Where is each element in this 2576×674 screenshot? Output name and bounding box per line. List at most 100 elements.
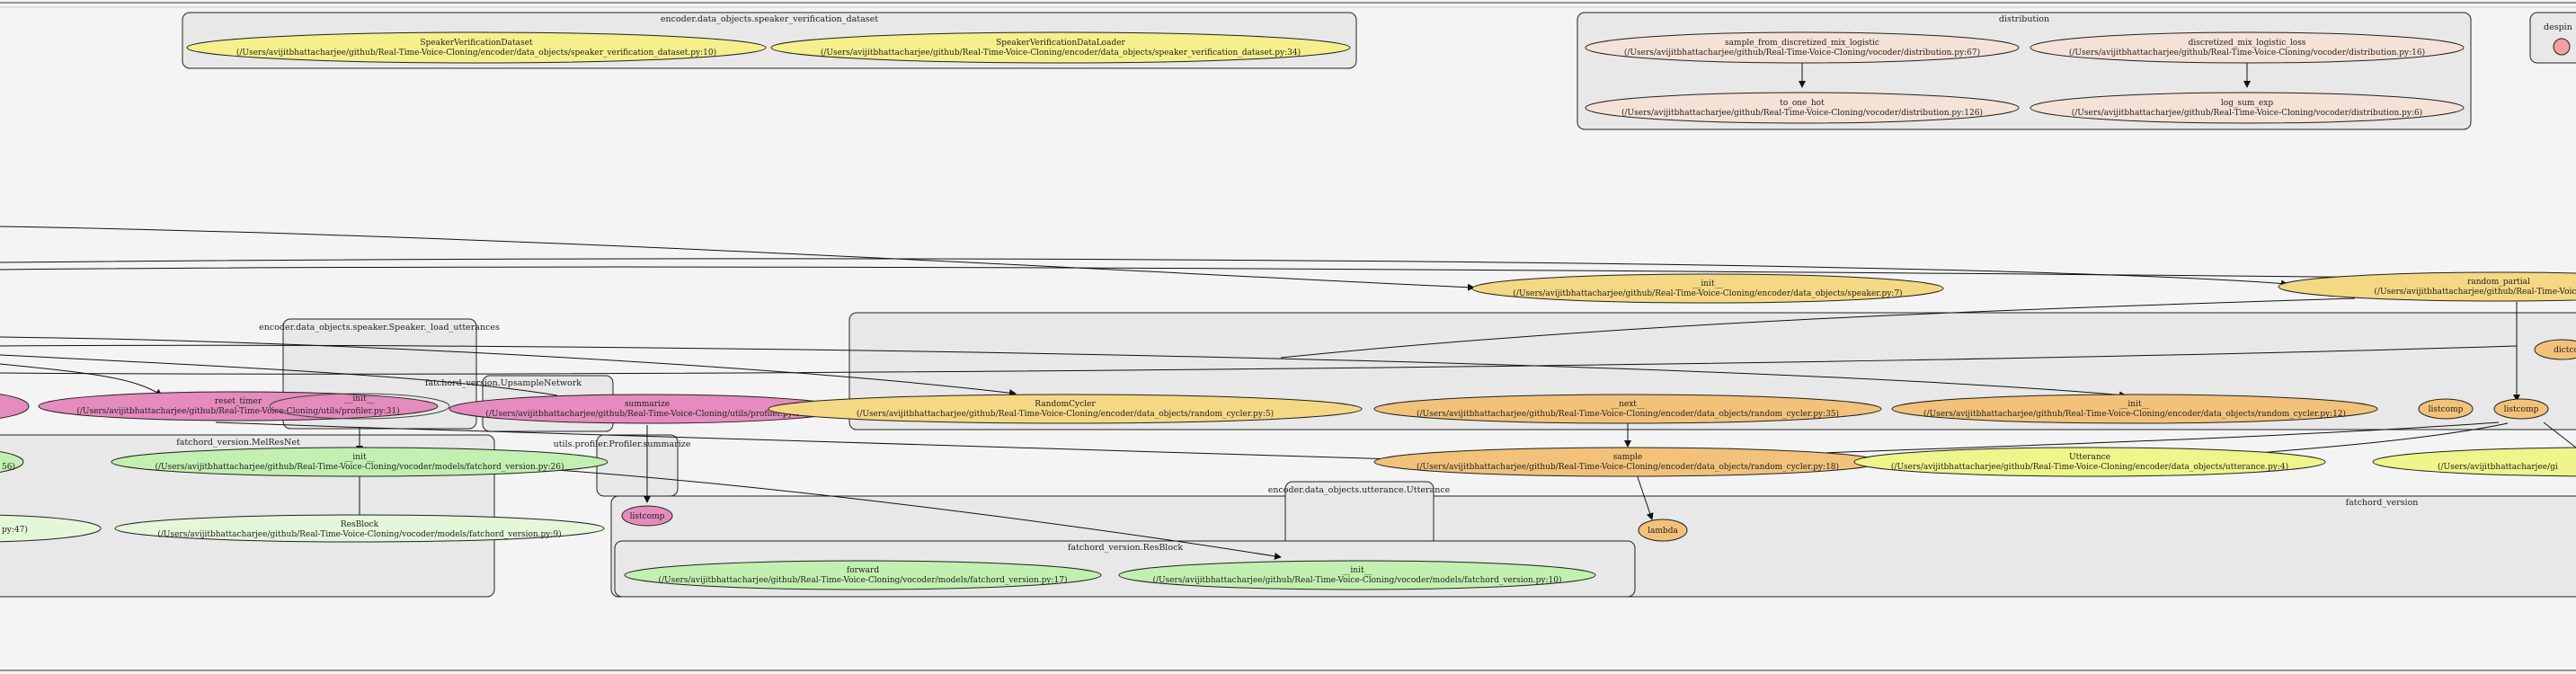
- node-path: (/Users/avijitbhattacharjee/github/Real-…: [2069, 48, 2425, 58]
- node-path: (/Users/avijitbhattacharjee/github/Real-…: [658, 575, 1067, 585]
- node-label: __init__: [344, 395, 375, 404]
- node-path: (/Users/avijitbhattacharjee/gi: [2438, 462, 2558, 472]
- node-random-cycler[interactable]: RandomCycler (/Users/avijitbhattacharjee…: [768, 394, 1363, 424]
- edge-load-4: [0, 363, 163, 396]
- node-label: Utterance: [2069, 453, 2110, 462]
- cluster-distribution-label: distribution: [1999, 14, 2049, 24]
- node-path: (/Users/avijitbhattacharjee/github/Real-…: [2072, 108, 2423, 118]
- edge-long-1: [0, 226, 1475, 291]
- node-path: (/Users/avijitbhattacharjee/github/Real-…: [157, 529, 561, 539]
- node-label: SpeakerVerificationDataset: [420, 39, 533, 48]
- node-lambda[interactable]: lambda: [1638, 519, 1688, 542]
- node-label: discretized_mix_logistic_loss: [2189, 39, 2306, 48]
- node-despine-stub[interactable]: [2553, 38, 2571, 56]
- node-melresnet-init[interactable]: __init__ (/Users/avijitbhattacharjee/git…: [111, 447, 608, 477]
- node-label: dictco: [2554, 346, 2576, 355]
- node-path: (/Users/avijitbhattacharjee/github/Real-…: [1152, 575, 1561, 585]
- node-path: (/Users/avijitbhattacharjee/github/Real-…: [485, 409, 808, 419]
- node-summarize[interactable]: summarize (/Users/avijitbhattacharjee/gi…: [449, 394, 846, 424]
- cluster-speaker-verification-dataset-label: encoder.data_objects.speaker_verificatio…: [661, 14, 878, 24]
- node-label: listcomp: [2429, 405, 2464, 414]
- node-label: __init__: [1692, 279, 1723, 288]
- node-label: listcomp: [2504, 405, 2539, 414]
- edge-load-3: [0, 354, 558, 396]
- node-resblock[interactable]: ResBlock (/Users/avijitbhattacharjee/git…: [114, 514, 605, 543]
- node-label: to_one_hot: [1780, 99, 1825, 108]
- node-resblock-init[interactable]: __init__ (/Users/avijitbhattacharjee/git…: [1118, 560, 1596, 590]
- node-label: __init__: [2119, 400, 2150, 409]
- node-path: py:47): [2, 525, 28, 535]
- node-path: (/Users/avijitbhattacharjee/github/Real-…: [1513, 288, 1902, 298]
- node-reset-timer[interactable]: reset_timer (/Users/avijitbhattacharjee/…: [38, 391, 439, 421]
- node-speaker-verification-dataloader[interactable]: SpeakerVerificationDataLoader (/Users/av…: [770, 31, 1351, 64]
- cluster-profiler-summarize-label: utils.profiler.Profiler.summarize: [554, 439, 691, 449]
- cluster-melresnet-label: fatchord_version.MelResNet: [176, 438, 300, 448]
- node-path: (/Users/avijitbhattacharjee/github/Real-…: [155, 462, 564, 472]
- node-path: (/Users/avijitbhattacharjee/github/Real-…: [1891, 462, 2288, 472]
- edge-melinit-resinit: [502, 466, 1282, 560]
- edge-load-2: [0, 344, 2127, 399]
- node-utterance[interactable]: Utterance (/Users/avijitbhattacharjee/gi…: [1853, 447, 2326, 477]
- cluster-despine-label: despin: [2544, 22, 2572, 32]
- node-right-lime[interactable]: (/Users/avijitbhattacharjee/gi: [2372, 447, 2576, 477]
- edge-random-partial-left: [1280, 297, 2356, 359]
- node-label: summarize: [625, 400, 670, 409]
- node-forward[interactable]: forward (/Users/avijitbhattacharjee/gith…: [624, 560, 1102, 590]
- node-cycler-next[interactable]: __next__ (/Users/avijitbhattacharjee/git…: [1373, 394, 1882, 424]
- node-sample[interactable]: sample (/Users/avijitbhattacharjee/githu…: [1373, 447, 1882, 477]
- node-label: forward: [847, 566, 879, 575]
- node-path: (/Users/avijitbhattacharjee/github/Real-…: [1417, 409, 1839, 419]
- node-path: 56): [2, 462, 15, 472]
- node-discretized-loss[interactable]: discretized_mix_logistic_loss (/Users/av…: [2030, 31, 2465, 64]
- node-label: sample_from_discretized_mix_logistic: [1725, 39, 1879, 48]
- node-label: SpeakerVerificationDataLoader: [996, 39, 1125, 48]
- node-label: __next__: [1611, 400, 1645, 409]
- node-path: (/Users/avijitbhattacharjee/github/Real-…: [1621, 108, 1983, 118]
- cluster-fatchord-version-label: fatchord_version: [2346, 498, 2419, 508]
- node-label: __init__: [1342, 566, 1372, 575]
- node-label: __init__: [344, 453, 375, 462]
- node-path: (/Users/avijitbhattacharjee/github/Real-…: [1624, 48, 1980, 58]
- node-sample-from-discretized[interactable]: sample_from_discretized_mix_logistic (/U…: [1585, 31, 2020, 64]
- cluster-upsample-network-label: fatchord_version.UpsampleNetwork: [425, 378, 582, 388]
- node-path: (/Users/avijitbhattacharjee/github/Real-…: [76, 406, 399, 416]
- node-hidden-init[interactable]: __init__: [269, 393, 450, 420]
- node-path: (/Users/avijitbhattacharjee/github/Real-…: [1417, 462, 1839, 472]
- node-path: (/Users/avijitbhattacharjee/github/Real-…: [2374, 287, 2576, 297]
- node-dictcomp[interactable]: dictco: [2534, 339, 2576, 360]
- node-label: lambda: [1648, 527, 1678, 536]
- node-cycler-init[interactable]: __init__ (/Users/avijitbhattacharjee/git…: [1891, 394, 2378, 424]
- cluster-utterance-label: encoder.data_objects.utterance.Utterance: [1268, 485, 1451, 495]
- node-path: (/Users/avijitbhattacharjee/github/Real-…: [1923, 409, 2346, 419]
- node-random-partial[interactable]: random_partial (/Users/avijitbhattacharj…: [2278, 271, 2576, 302]
- node-label: RandomCycler: [1035, 400, 1096, 409]
- node-label: listcomp: [630, 512, 665, 521]
- node-melresnet-left[interactable]: 56): [0, 448, 24, 476]
- node-listcomp-b[interactable]: listcomp: [2493, 398, 2549, 420]
- node-listcomp-a[interactable]: listcomp: [2418, 398, 2474, 420]
- node-path: (/Users/avijitbhattacharjee/github/Real-…: [857, 409, 1274, 419]
- cluster-speaker-load-utterances-label: encoder.data_objects.speaker.Speaker._lo…: [259, 323, 500, 333]
- edge-sample-lambda: [1635, 471, 1654, 520]
- node-label: ResBlock: [341, 520, 379, 529]
- node-speaker-verification-dataset[interactable]: SpeakerVerificationDataset (/Users/aviji…: [186, 31, 767, 64]
- cluster-despine: [2529, 12, 2576, 64]
- node-label: reset_timer: [215, 397, 262, 406]
- edge-load-1: [0, 336, 1017, 397]
- edge-long-3: [0, 266, 2504, 279]
- node-fv-left[interactable]: py:47): [0, 514, 102, 543]
- node-label: log_sum_exp: [2221, 99, 2273, 108]
- cluster-resblock-label: fatchord_version.ResBlock: [1068, 543, 1184, 553]
- node-to-one-hot[interactable]: to_one_hot (/Users/avijitbhattacharjee/g…: [1585, 92, 2020, 124]
- node-profiler-init[interactable]: [0, 392, 30, 421]
- node-label: random_partial: [2467, 278, 2530, 287]
- edge-listcomp-right: [2543, 421, 2576, 448]
- node-log-sum-exp[interactable]: log_sum_exp (/Users/avijitbhattacharjee/…: [2030, 92, 2465, 124]
- edge-load-5: [0, 345, 2518, 375]
- node-profiler-listcomp[interactable]: listcomp: [621, 505, 673, 527]
- node-path: (/Users/avijitbhattacharjee/github/Real-…: [236, 48, 716, 58]
- node-label: sample: [1613, 453, 1642, 462]
- node-path: (/Users/avijitbhattacharjee/github/Real-…: [821, 48, 1301, 58]
- node-speaker-init[interactable]: __init__ (/Users/avijitbhattacharjee/git…: [1471, 273, 1944, 304]
